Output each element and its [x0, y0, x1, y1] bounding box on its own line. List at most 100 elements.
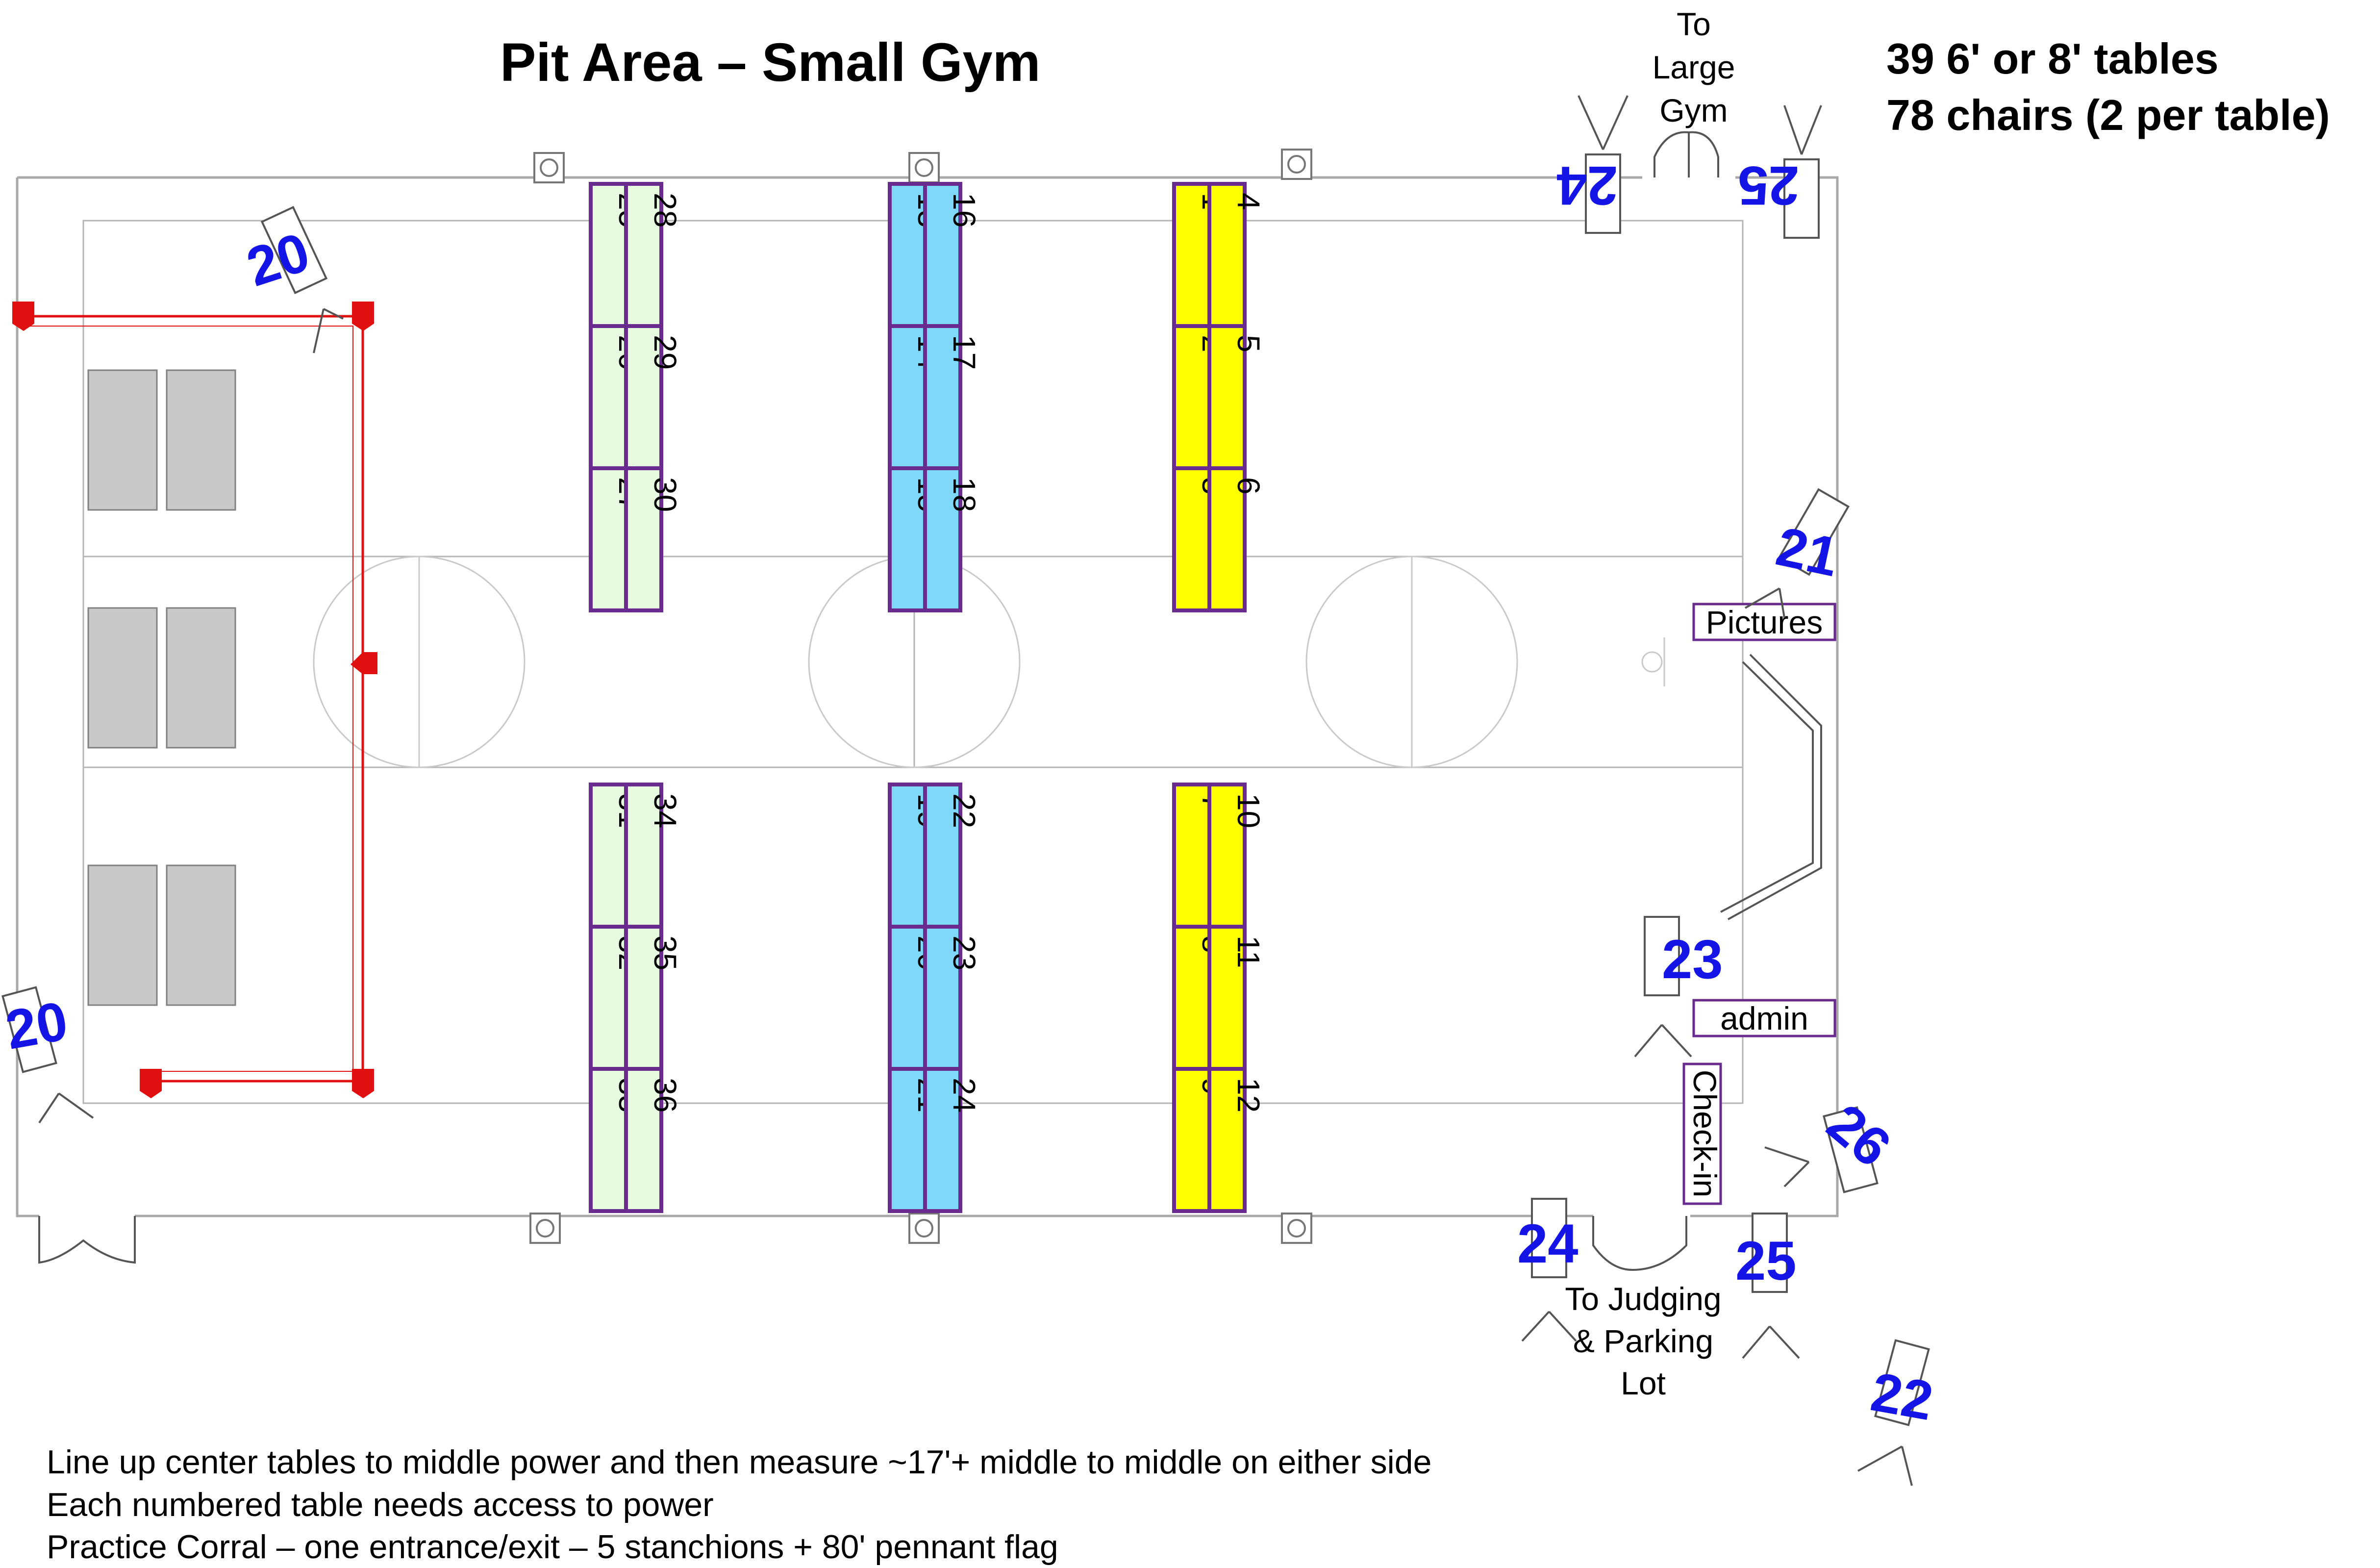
pit-table[interactable] [1172, 466, 1211, 612]
pit-table[interactable] [923, 324, 962, 470]
pictures-station[interactable]: Pictures [1692, 603, 1836, 641]
pit-table[interactable] [1207, 783, 1247, 929]
pit-table[interactable] [589, 925, 628, 1071]
pit-table[interactable] [1207, 466, 1247, 612]
table-number: 11 [1231, 936, 1266, 968]
pit-tables: 2528262927301316141715181425363134323533… [589, 182, 1266, 1213]
chair-count: 78 chairs (2 per table) [1886, 91, 2330, 139]
stanchion-icon [12, 302, 34, 331]
outlet-icon [908, 1213, 940, 1244]
table-number: 36 [648, 1078, 683, 1113]
table-number: 10 [1231, 793, 1266, 828]
station-number: 24 [1556, 155, 1618, 216]
storage-cart [166, 864, 236, 1006]
station-number: 25 [1738, 155, 1799, 216]
pit-table[interactable] [589, 466, 628, 612]
tripod-icon [38, 1092, 94, 1124]
door-left-exit [38, 1216, 136, 1264]
camera-station: 20 [1, 986, 94, 1124]
table-number: 29 [648, 335, 683, 370]
outlet-icon [529, 1213, 561, 1244]
outlet-icon [1281, 1213, 1312, 1244]
checkin-station[interactable]: Check-in [1682, 1062, 1723, 1205]
pit-table[interactable] [624, 466, 663, 612]
table-number: 18 [947, 477, 982, 512]
power-outlets [529, 149, 1312, 1244]
table-number: 22 [947, 793, 982, 828]
camera-station: 20 [240, 206, 344, 354]
camera-icon [1874, 1339, 1930, 1426]
pit-table[interactable] [1172, 783, 1211, 929]
pit-table[interactable] [1172, 1067, 1211, 1213]
table-number: 28 [648, 193, 683, 228]
camera-station: 24 [1556, 95, 1628, 234]
admin-label: admin [1720, 1000, 1808, 1037]
storage-carts [87, 369, 236, 1006]
pit-table[interactable] [923, 466, 962, 612]
table-number: 17 [947, 335, 982, 370]
storage-cart [166, 607, 236, 749]
parking-door-label-1: To Judging [1565, 1281, 1721, 1317]
page-title: Pit Area – Small Gym [500, 32, 1041, 93]
station-number: 24 [1517, 1213, 1578, 1274]
tripod-icon [1745, 587, 1785, 618]
pit-table[interactable] [1207, 1067, 1247, 1213]
table-number: 6 [1231, 477, 1266, 495]
door-to-large-gym [1653, 131, 1719, 177]
pit-table[interactable] [923, 925, 962, 1071]
pictures-label: Pictures [1706, 604, 1823, 640]
table-number: 16 [947, 193, 982, 228]
table-number: 24 [947, 1078, 982, 1113]
tripod-icon [1764, 1146, 1810, 1188]
table-group: 710811912 [1172, 783, 1266, 1213]
pit-table[interactable] [888, 466, 927, 612]
storage-cart [166, 369, 236, 511]
stanchion-icon [351, 652, 377, 674]
tripod-icon [1578, 95, 1628, 150]
table-number: 34 [648, 793, 683, 828]
camera-station: 24 [1517, 1198, 1578, 1342]
table-group: 252826292730 [589, 182, 683, 612]
camera-icon [1783, 158, 1820, 239]
outlet-icon [533, 152, 565, 183]
pit-table[interactable] [923, 1067, 962, 1213]
camera-icon [1644, 916, 1680, 996]
pit-table[interactable] [888, 1067, 927, 1213]
camera-icon [1, 986, 57, 1073]
stanchion-icon [352, 1069, 374, 1098]
practice-corral [12, 302, 377, 1098]
table-group: 192220232124 [888, 783, 982, 1213]
stanchion-icon [140, 1069, 162, 1098]
station-number: 21 [1771, 515, 1844, 588]
table-number: 12 [1231, 1078, 1266, 1113]
pit-table[interactable] [624, 324, 663, 470]
camera-station: 25 [1738, 105, 1822, 239]
station-number: 25 [1735, 1230, 1797, 1291]
camera-icon [1585, 153, 1621, 234]
station-number: 26 [1816, 1092, 1903, 1179]
outlet-icon [908, 152, 940, 183]
camera-icon [1823, 1106, 1879, 1193]
admin-station[interactable]: admin [1692, 999, 1836, 1037]
camera-station: 21 [1745, 488, 1850, 618]
tripod-icon [1742, 1325, 1800, 1359]
table-count: 39 6' or 8' tables [1886, 34, 2219, 83]
table-number: 4 [1231, 193, 1266, 210]
camera-station: 22 [1857, 1339, 1937, 1486]
tripod-icon [1521, 1311, 1577, 1342]
tripod-icon [1783, 105, 1822, 155]
pit-table[interactable] [624, 1067, 663, 1213]
door-to-parking [1592, 1216, 1687, 1271]
camera-icon [1778, 488, 1850, 576]
partition [1720, 654, 1822, 920]
table-number: 35 [648, 936, 683, 970]
storage-cart [87, 607, 158, 749]
storage-cart [87, 369, 158, 511]
parking-door-label-3: Lot [1621, 1365, 1666, 1401]
station-number: 22 [1867, 1361, 1937, 1432]
pit-table[interactable] [624, 182, 663, 328]
large-gym-door-label-2: Large [1653, 49, 1735, 85]
pit-table[interactable] [923, 783, 962, 929]
camera-station: 26 [1764, 1092, 1903, 1193]
